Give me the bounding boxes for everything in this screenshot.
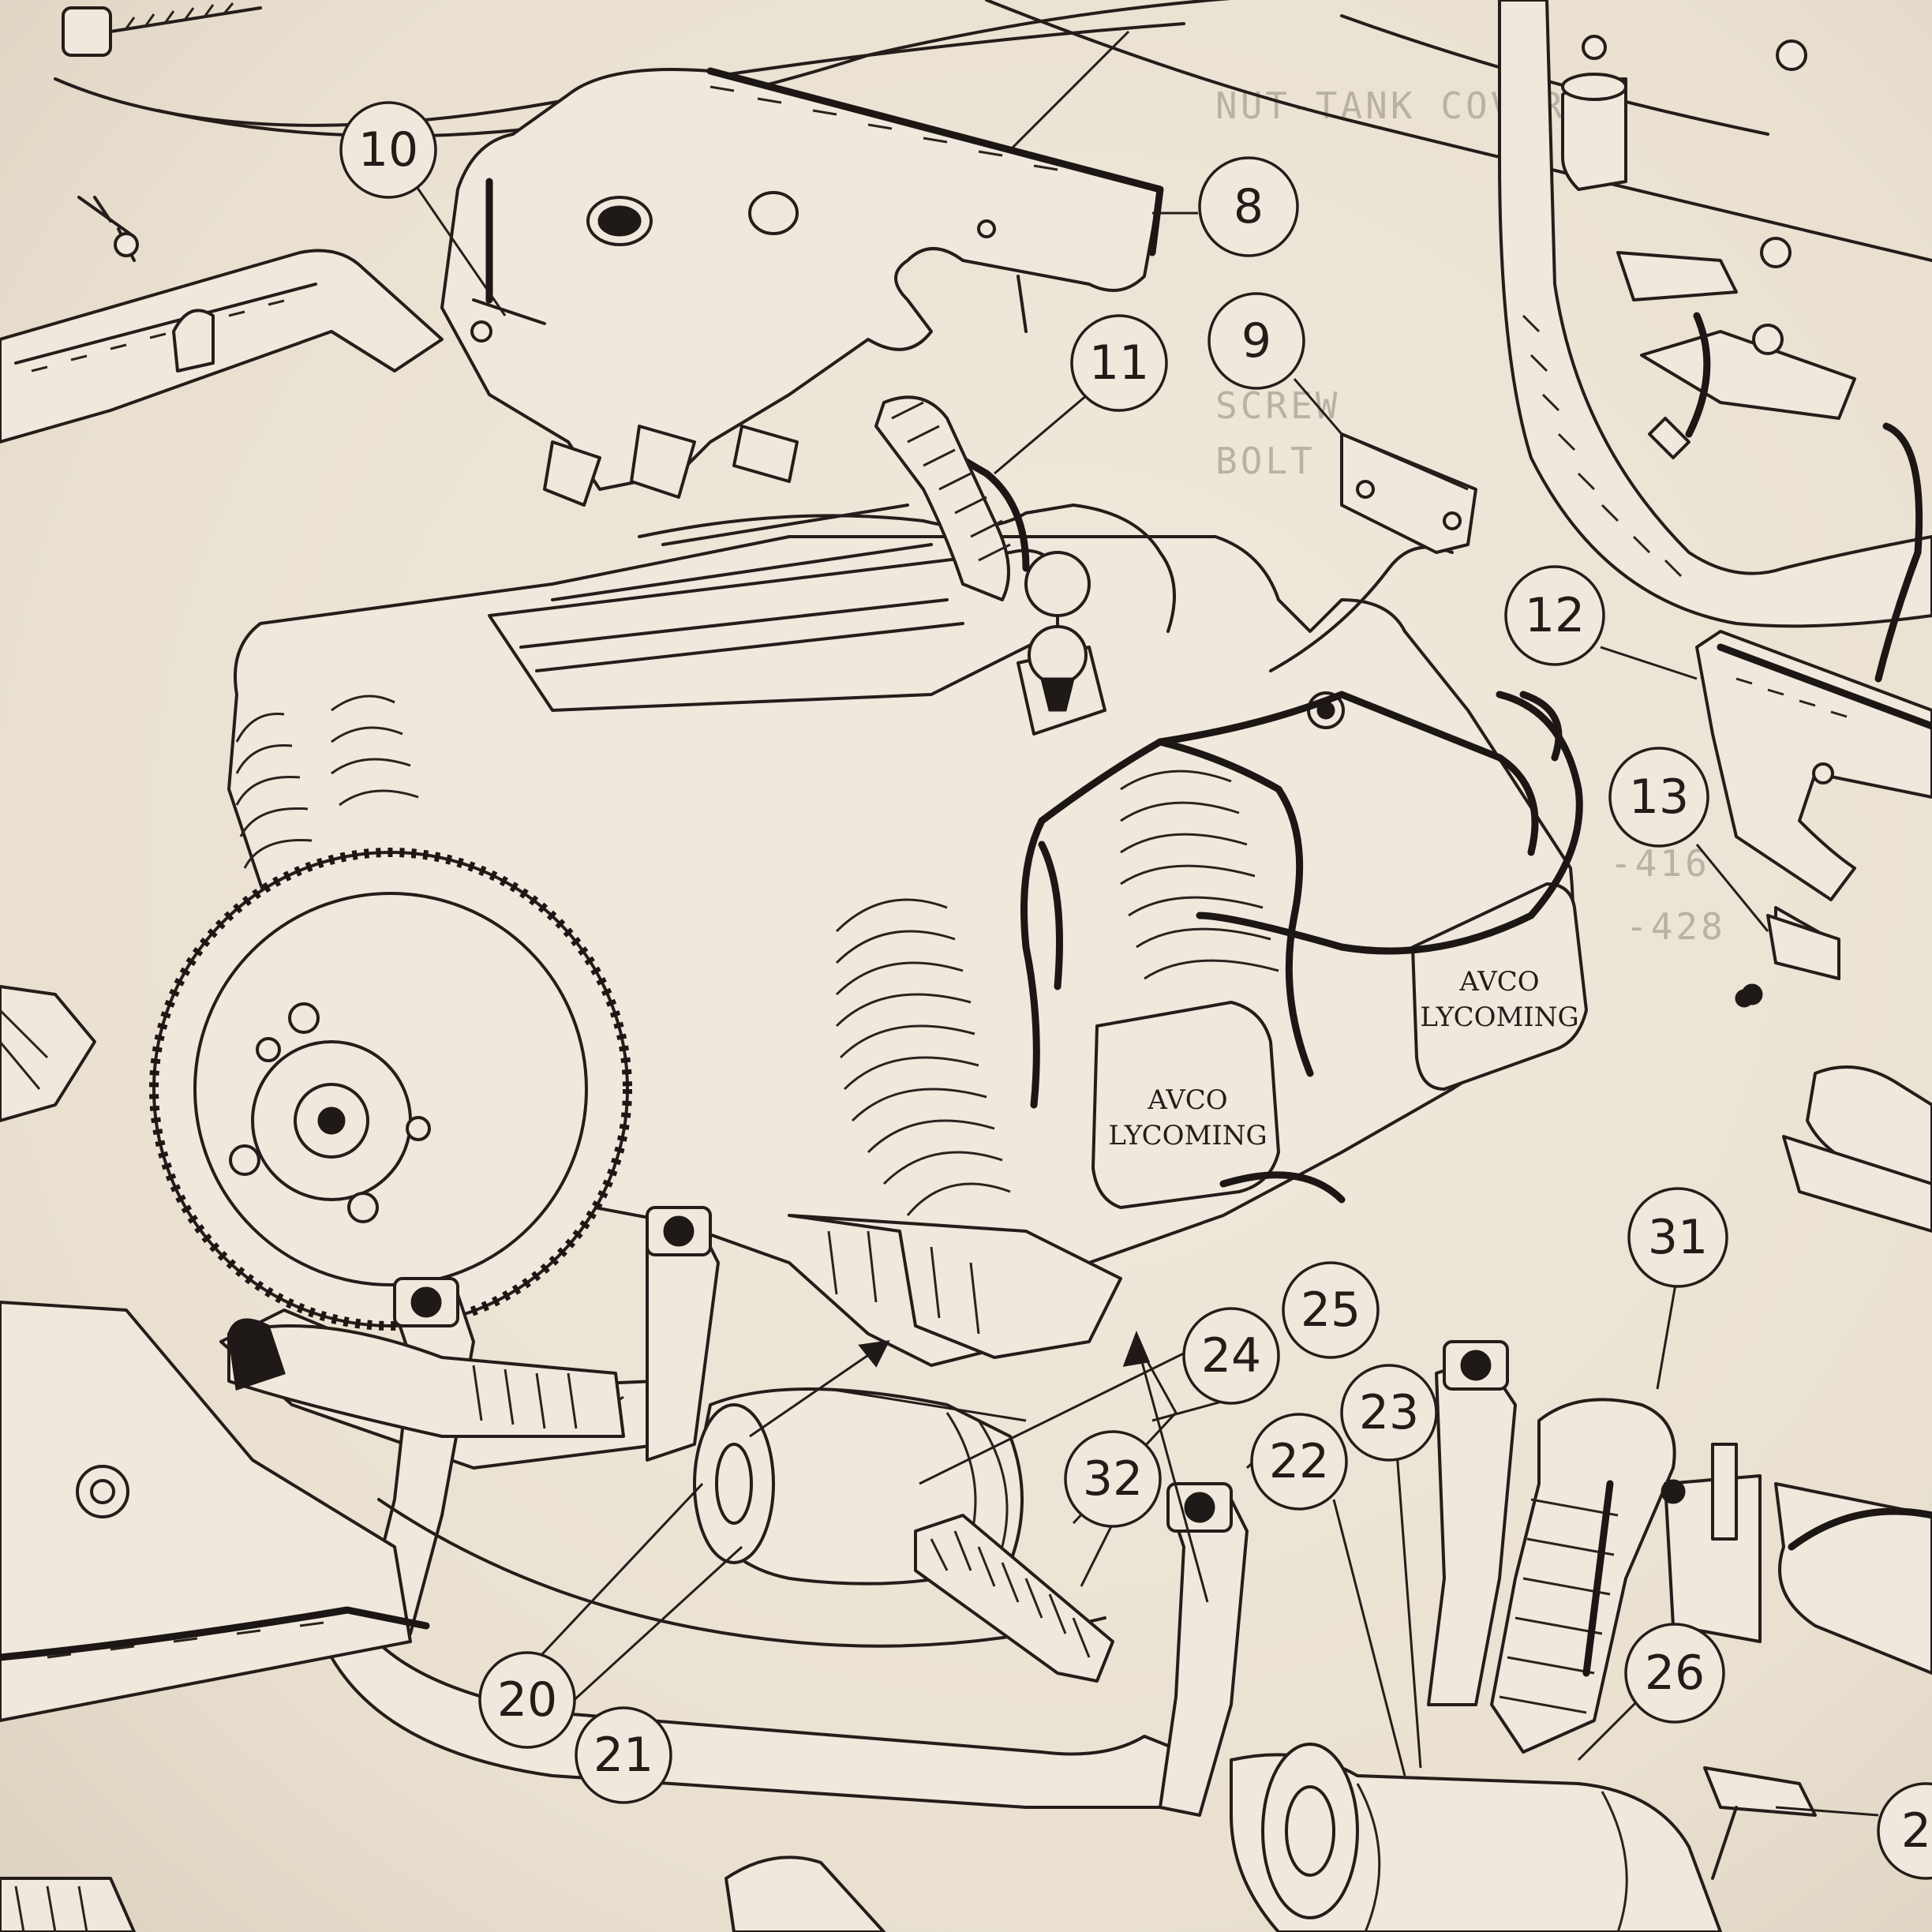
callout-label-32: 32 bbox=[1083, 1451, 1143, 1507]
flywheel-ring-gear bbox=[149, 848, 632, 1331]
callout-32: 32 bbox=[1064, 1430, 1162, 1528]
callout-26: 26 bbox=[1624, 1623, 1725, 1724]
assembly-arrows bbox=[749, 1330, 1209, 1603]
callout-label-26: 26 bbox=[1645, 1646, 1705, 1701]
bracket-part-13 bbox=[1735, 914, 1840, 1008]
callout-label-13: 13 bbox=[1629, 769, 1689, 825]
callout-21: 21 bbox=[575, 1706, 672, 1804]
callout-8: 8 bbox=[1198, 156, 1299, 257]
bleed-text-3: SCREW bbox=[1215, 384, 1340, 427]
rocker-cover-brand-line2: LYCOMING bbox=[1108, 1120, 1267, 1151]
bleed-text-5: -428 bbox=[1626, 905, 1726, 948]
right-cylinder-fins bbox=[1120, 769, 1279, 980]
callout-10: 10 bbox=[339, 101, 437, 199]
bleed-text-2: BOLT bbox=[1215, 440, 1316, 482]
oil-sump bbox=[788, 1214, 1122, 1359]
callout-20: 20 bbox=[478, 1651, 576, 1749]
right-lower-bracket bbox=[1661, 1065, 1932, 1675]
rear-cover-brand-line2: LYCOMING bbox=[1420, 1002, 1578, 1033]
callout-22: 22 bbox=[1250, 1413, 1348, 1511]
bracket-part-9 bbox=[1340, 432, 1477, 554]
left-cylinder-fins bbox=[235, 695, 419, 869]
rocker-cover-brand-line1: AVCO bbox=[1147, 1084, 1227, 1116]
callout-label-2: 2 bbox=[1901, 1803, 1931, 1859]
callout-label-25: 25 bbox=[1301, 1282, 1361, 1338]
callout-label-12: 12 bbox=[1525, 588, 1585, 643]
callout-label-9: 9 bbox=[1241, 313, 1271, 369]
bottom-left-frame bbox=[0, 985, 430, 1932]
callout-12: 12 bbox=[1504, 565, 1605, 666]
callout-label-24: 24 bbox=[1201, 1328, 1261, 1383]
callout-31: 31 bbox=[1627, 1187, 1728, 1288]
callout-25: 25 bbox=[1282, 1261, 1380, 1359]
top-left-bolt bbox=[62, 2, 262, 262]
callout-label-10: 10 bbox=[358, 122, 418, 178]
callout-23: 23 bbox=[1340, 1364, 1438, 1462]
lower-muffler bbox=[724, 1743, 1817, 1932]
upper-baffle-part-8 bbox=[440, 67, 1164, 507]
callout-13: 13 bbox=[1608, 747, 1709, 848]
front-rocker-cover: AVCO LYCOMING bbox=[1091, 1001, 1280, 1209]
ignition-harness bbox=[551, 406, 1583, 1204]
callout-11: 11 bbox=[1070, 314, 1168, 412]
callout-label-21: 21 bbox=[593, 1728, 653, 1783]
callout-24: 24 bbox=[1182, 1307, 1280, 1405]
flex-hose-part-32 bbox=[914, 1514, 1114, 1683]
callout-2-partial: 2 bbox=[1877, 1782, 1932, 1880]
leader-lines bbox=[409, 177, 1879, 1817]
left-flex-hose bbox=[227, 1318, 625, 1438]
left-engine-mount-bracket bbox=[0, 249, 492, 444]
callout-label-20: 20 bbox=[497, 1672, 557, 1728]
bleed-text-4: -416 bbox=[1610, 842, 1710, 885]
callout-label-11: 11 bbox=[1089, 335, 1149, 391]
callout-label-31: 31 bbox=[1648, 1210, 1708, 1265]
right-upper-bracket bbox=[1498, 0, 1932, 683]
rear-cover-brand-line1: AVCO bbox=[1458, 966, 1539, 998]
center-cylinder-fins bbox=[835, 898, 1011, 1216]
right-hose-part-31 bbox=[1490, 1398, 1676, 1754]
callout-label-22: 22 bbox=[1269, 1434, 1329, 1489]
callout-label-8: 8 bbox=[1234, 179, 1264, 234]
rear-rocker-cover: AVCO LYCOMING bbox=[1411, 882, 1588, 1091]
callout-9: 9 bbox=[1208, 292, 1305, 390]
flex-hose-part-11 bbox=[874, 395, 1011, 601]
right-exhaust-riser-part-23 bbox=[1159, 1340, 1517, 1817]
callout-label-23: 23 bbox=[1359, 1385, 1419, 1440]
